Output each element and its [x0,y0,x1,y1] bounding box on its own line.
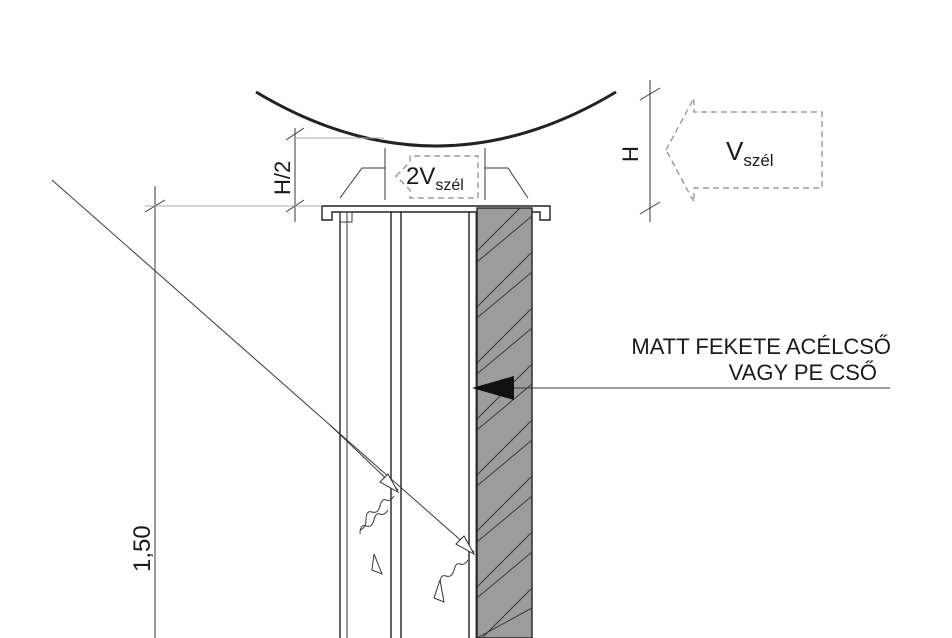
top-flange [321,205,551,221]
label-material-line2: VAGY PE CSŐ [729,360,877,385]
label-v-szel: Vszél [726,136,774,170]
dim-h-half-tick-top [285,127,305,141]
material-arrowhead [472,376,514,400]
label-two-v-szel-sub: szél [435,177,463,194]
two-v-arrow [395,155,479,199]
sun-ray-arrow-1 [379,473,400,494]
label-h-half: H/2 [270,161,295,195]
sun-ray [51,179,475,553]
deflector-outline [339,167,529,199]
reflected-ray-2 [359,509,389,535]
label-v-szel-sub: szél [743,151,773,170]
label-h: H [618,146,643,162]
reflected-ray-1 [359,495,395,531]
label-two-v-szel: 2Vszél [406,163,464,194]
label-height-dim: 1,50 [129,525,156,572]
reflected-arrow-1 [371,553,383,575]
sun-ray-arrow-2 [455,535,476,556]
dim-h-tick-top [639,87,661,101]
label-material-line1: MATT FEKETE ACÉLCSŐ [631,334,891,359]
wind-arrow [665,97,823,203]
reflected-arrow-2 [433,579,445,603]
tube-left-top-clip [339,211,353,223]
cap-curve [255,90,617,148]
dim-h-tick-bot [639,201,661,215]
absorber-hatch-lines [476,215,533,638]
